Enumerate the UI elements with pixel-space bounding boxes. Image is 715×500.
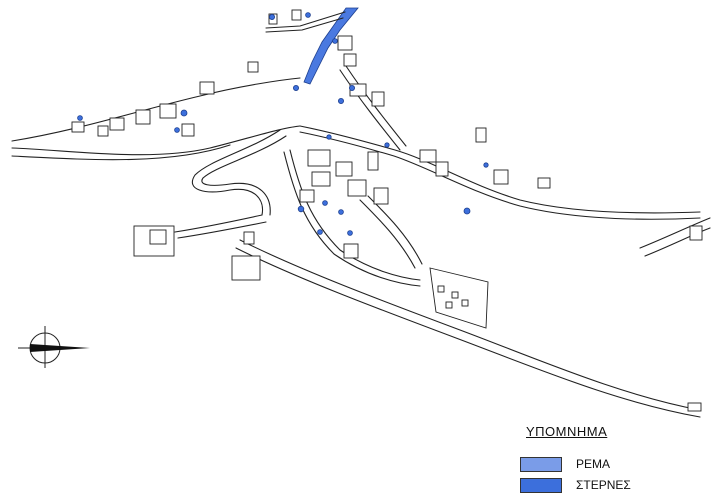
cistern-marker[interactable]: [77, 115, 83, 121]
cistern-marker[interactable]: [268, 13, 275, 20]
cistern-marker[interactable]: [332, 38, 338, 44]
cistern-marker[interactable]: [348, 85, 355, 92]
legend-label-stream: ΡΕΜΑ: [576, 457, 611, 471]
north-arrow-icon: [18, 326, 90, 368]
cistern-marker[interactable]: [292, 85, 299, 92]
cistern-marker[interactable]: [483, 162, 489, 168]
cistern-marker[interactable]: [326, 134, 332, 140]
legend-swatch-cisterns: [520, 477, 562, 493]
buildings: [71, 9, 703, 412]
cistern-marker[interactable]: [297, 205, 305, 213]
legend-item-cisterns: ΣΤΕΡΝΕΣ: [520, 477, 631, 493]
legend-title: ΥΠΟΜΝΗΜΑ: [526, 424, 608, 439]
cistern-marker[interactable]: [180, 109, 188, 117]
legend-label-cisterns: ΣΤΕΡΝΕΣ: [576, 478, 631, 492]
stream: [303, 7, 359, 85]
cisterns: [77, 12, 489, 236]
cistern-marker[interactable]: [347, 230, 353, 236]
road-network: [11, 11, 711, 418]
cistern-marker[interactable]: [384, 142, 390, 148]
legend-swatch-stream: [520, 456, 562, 472]
cistern-marker[interactable]: [338, 209, 344, 215]
cistern-marker[interactable]: [337, 98, 344, 105]
cistern-marker[interactable]: [322, 200, 328, 206]
cistern-marker[interactable]: [174, 127, 180, 133]
legend-item-stream: ΡΕΜΑ: [520, 456, 610, 472]
cistern-marker[interactable]: [463, 207, 471, 215]
cistern-marker[interactable]: [317, 229, 323, 235]
cistern-marker[interactable]: [305, 12, 311, 18]
legend: ΥΠΟΜΝΗΜΑ ΡΕΜΑ ΣΤΕΡΝΕΣ: [520, 424, 700, 494]
